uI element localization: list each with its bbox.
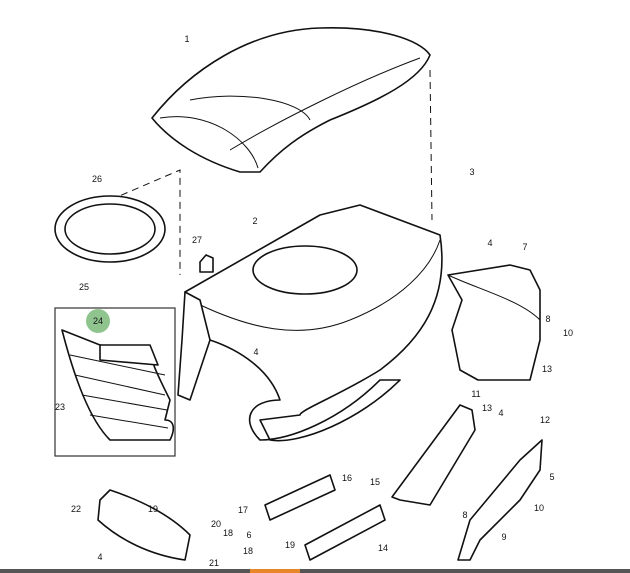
callout-label[interactable]: 4 bbox=[253, 347, 258, 357]
callout-label[interactable]: 6 bbox=[246, 530, 251, 540]
callout-label[interactable]: 23 bbox=[55, 402, 65, 412]
callout-label[interactable]: 11 bbox=[471, 389, 480, 399]
hood-part bbox=[151, 27, 431, 173]
callout-label[interactable]: 25 bbox=[79, 282, 89, 292]
callout-label[interactable]: 4 bbox=[498, 408, 503, 418]
callout-label[interactable]: 24 bbox=[93, 316, 103, 326]
callout-label[interactable]: 21 bbox=[209, 558, 219, 568]
callout-label[interactable]: 14 bbox=[378, 543, 388, 553]
callout-label[interactable]: 17 bbox=[238, 505, 248, 515]
callout-label[interactable]: 18 bbox=[223, 528, 233, 538]
callout-label[interactable]: 13 bbox=[542, 364, 552, 374]
dash-housing-part bbox=[177, 204, 443, 442]
callout-label[interactable]: 10 bbox=[563, 328, 573, 338]
callout-label[interactable]: 10 bbox=[534, 503, 544, 513]
callout-label[interactable]: 22 bbox=[71, 504, 81, 514]
side-panel-part bbox=[391, 404, 476, 506]
ring-part bbox=[54, 195, 166, 263]
callout-label[interactable]: 26 bbox=[92, 174, 102, 184]
callout-label[interactable]: 2 bbox=[252, 216, 257, 226]
status-bar-accent bbox=[250, 569, 300, 573]
side-cowl-part bbox=[447, 264, 541, 381]
headlight-part bbox=[97, 489, 191, 561]
callout-label[interactable]: 9 bbox=[501, 532, 506, 542]
callout-label[interactable]: 27 bbox=[192, 235, 202, 245]
callout-label[interactable]: 20 bbox=[211, 519, 221, 529]
grille-assembly-box bbox=[54, 307, 176, 457]
callout-label[interactable]: 4 bbox=[97, 552, 102, 562]
grille-part bbox=[61, 329, 175, 441]
callout-label[interactable]: 16 bbox=[342, 473, 352, 483]
bracket-part bbox=[264, 474, 336, 521]
side-rail-part bbox=[457, 439, 543, 561]
bracket-part bbox=[304, 504, 386, 561]
callout-label[interactable]: 8 bbox=[545, 314, 550, 324]
callout-label[interactable]: 1 bbox=[184, 34, 189, 44]
callout-label[interactable]: 5 bbox=[549, 472, 554, 482]
callout-label[interactable]: 19 bbox=[285, 540, 295, 550]
callout-label[interactable]: 4 bbox=[487, 238, 492, 248]
callout-label[interactable]: 19 bbox=[148, 504, 158, 514]
callout-label[interactable]: 12 bbox=[540, 415, 550, 425]
highlight-marker bbox=[86, 309, 110, 333]
callout-label[interactable]: 7 bbox=[522, 242, 527, 252]
callout-label[interactable]: 13 bbox=[482, 403, 492, 413]
status-bar bbox=[0, 569, 630, 573]
clip-part bbox=[199, 254, 214, 273]
callout-label[interactable]: 8 bbox=[462, 510, 467, 520]
callout-label[interactable]: 15 bbox=[370, 477, 380, 487]
callout-label[interactable]: 3 bbox=[469, 167, 474, 177]
callout-label[interactable]: 18 bbox=[243, 546, 253, 556]
